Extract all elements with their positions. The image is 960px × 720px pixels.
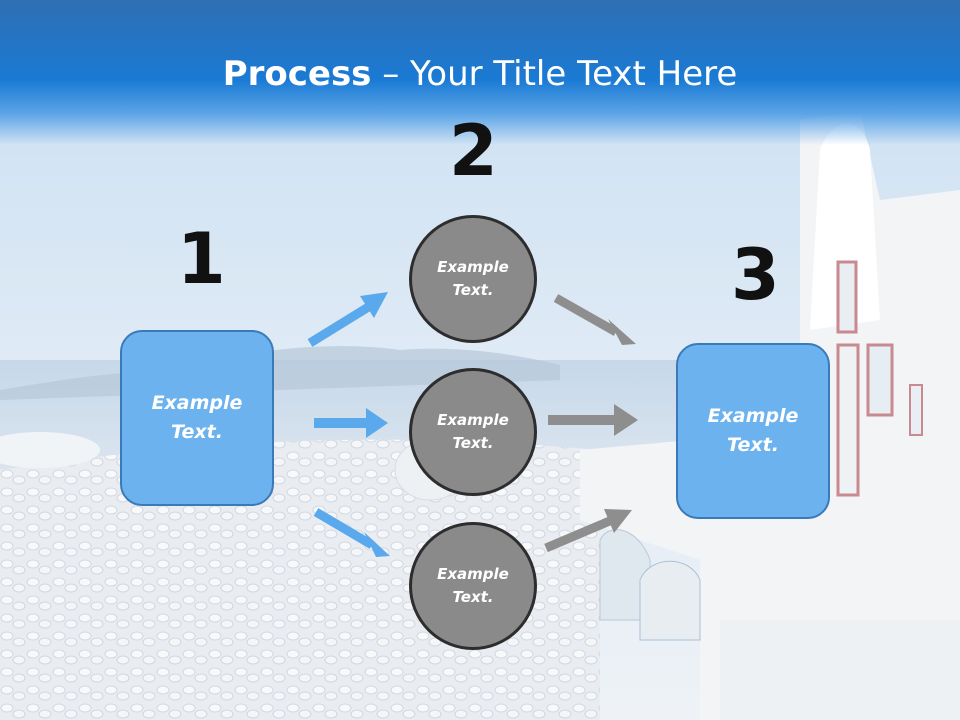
circle-middle-text: Example Text. xyxy=(437,411,509,452)
blue-arrow-up-right-icon xyxy=(307,292,388,347)
step-3-box: Example Text. xyxy=(676,343,830,519)
title-bold: Process xyxy=(222,54,372,94)
step-number-2: 2 xyxy=(449,110,498,192)
circle-top-text: Example Text. xyxy=(437,258,509,299)
circle-top: Example Text. xyxy=(409,215,537,343)
circle-bottom-text: Example Text. xyxy=(437,565,509,606)
circle-bottom: Example Text. xyxy=(409,522,537,650)
step-number-3: 3 xyxy=(731,234,780,316)
gray-arrow-right-icon xyxy=(548,404,638,436)
blue-arrow-down-right-icon xyxy=(313,508,390,557)
circle-middle: Example Text. xyxy=(409,368,537,496)
slide-title: Process – Your Title Text Here xyxy=(0,52,960,96)
step-1-text: Example Text. xyxy=(151,392,243,443)
step-3-text: Example Text. xyxy=(707,405,799,456)
step-1-box: Example Text. xyxy=(120,330,274,506)
gray-arrow-up-right-icon xyxy=(544,509,632,553)
gray-arrow-down-right-icon xyxy=(553,294,636,345)
title-rest: – Your Title Text Here xyxy=(371,54,738,94)
step-number-1: 1 xyxy=(177,218,226,300)
title-band xyxy=(0,0,960,145)
blue-arrow-right-icon xyxy=(314,408,388,438)
